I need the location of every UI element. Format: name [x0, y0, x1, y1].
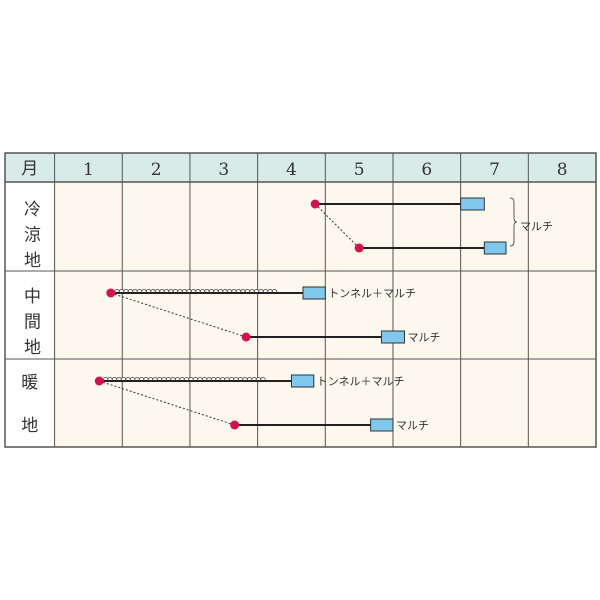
month-header: 2 [151, 160, 162, 180]
month-header: 5 [354, 160, 365, 180]
region-name-char: 暖 [21, 373, 38, 393]
region-column [5, 182, 55, 447]
harvest-period-box [370, 418, 394, 432]
tunnel-period-arcs [102, 377, 266, 381]
bracket-label: マルチ [520, 220, 553, 233]
region-name-intermediate: 中間地 [5, 287, 54, 364]
sowing-dot [94, 376, 104, 386]
sowing-dot [310, 199, 320, 209]
cultivation-method-label: マルチ [407, 331, 440, 344]
harvest-period-box [483, 241, 507, 255]
month-header: 1 [83, 160, 94, 180]
month-header: 8 [557, 160, 568, 180]
cultivation-method-label: トンネル＋マルチ [328, 287, 416, 300]
table-border [4, 152, 597, 448]
harvest-period-box [460, 197, 485, 211]
tunnel-period-arcs [114, 289, 278, 293]
harvest-period-box [302, 286, 326, 300]
region-name-cool: 冷涼地 [5, 200, 54, 277]
month-header: 7 [489, 160, 500, 180]
sowing-dot [230, 420, 240, 430]
cultivation-method-label: マルチ [396, 419, 429, 432]
sowing-dot [241, 332, 251, 342]
bracket-icon [509, 197, 518, 247]
cultivation-method-label: トンネル＋マルチ [317, 375, 405, 388]
harvest-period-box [380, 330, 405, 344]
sowing-dot [106, 288, 116, 298]
region-name-text: 中間地 [20, 287, 40, 364]
month-header: 6 [421, 160, 432, 180]
month-header: 3 [218, 160, 229, 180]
region-name-char: 地 [21, 416, 38, 436]
region-name-text: 冷涼地 [20, 200, 40, 277]
header-month-label: 月 [21, 159, 38, 179]
sowing-dot [354, 243, 364, 253]
harvest-period-box [290, 374, 315, 388]
month-header: 4 [286, 160, 297, 180]
header-row [5, 153, 596, 182]
region-0: マルチ [310, 197, 553, 255]
